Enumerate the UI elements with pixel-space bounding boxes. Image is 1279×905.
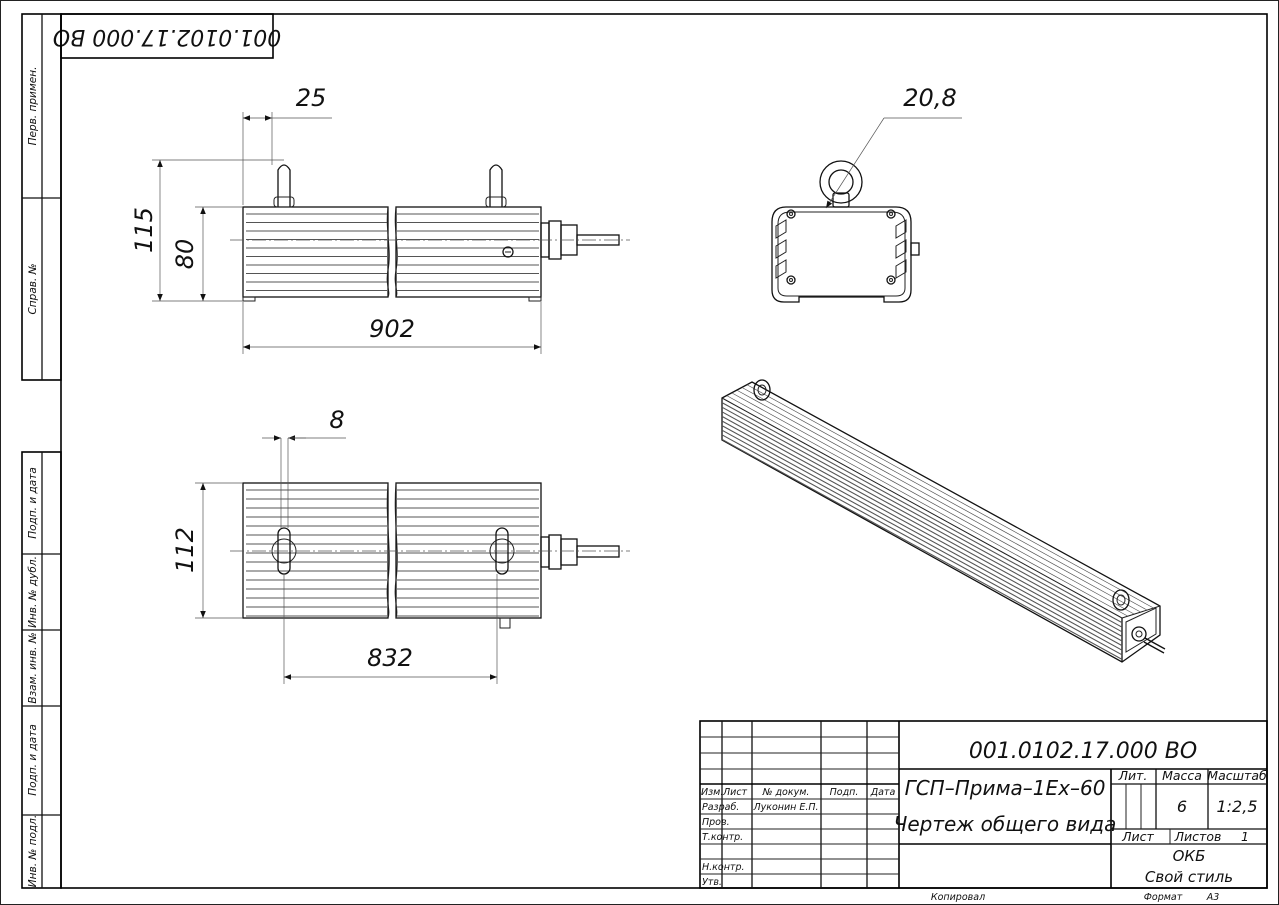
- dim-overall-height: 115: [130, 207, 158, 253]
- dim-eye-diameter: 20,8: [903, 84, 956, 112]
- front-view: [230, 164, 630, 302]
- format-label: Формат: [1144, 892, 1183, 903]
- format-value: А3: [1206, 892, 1220, 903]
- rotated-document-code: 001.0102.17.000 ВО: [53, 24, 281, 49]
- scale-label: Масштаб: [1207, 768, 1267, 783]
- rib-line: [731, 392, 1135, 615]
- rib-line: [721, 415, 1123, 637]
- hdr-date: Дата: [870, 787, 896, 798]
- end-view: 20,8: [771, 84, 962, 303]
- top-view-dimensions: 8 112 832: [171, 406, 498, 684]
- rib-line: [721, 429, 1123, 651]
- left-margin-stamp: Перв. примен. Справ. № Подп. и дата Инв.…: [21, 13, 62, 889]
- role-developed: Разраб.: [702, 802, 739, 813]
- top-view: [230, 482, 630, 629]
- sheet-label: Лист: [1121, 829, 1154, 844]
- rib-line: [721, 438, 1123, 660]
- side-ref-no: Справ. №: [27, 263, 39, 314]
- rib-line: [721, 425, 1123, 647]
- drawing-frame: [60, 13, 1268, 889]
- hdr-sign: Подп.: [830, 787, 859, 798]
- rib-line: [721, 406, 1123, 628]
- dim-body-height: 80: [171, 239, 199, 270]
- dim-lug-width: 8: [329, 406, 344, 434]
- mass-value: 6: [1177, 797, 1187, 816]
- mass-label: Масса: [1162, 768, 1202, 783]
- front-view-ribs: [246, 213, 539, 292]
- rotated-code-box: 001.0102.17.000 ВО: [53, 13, 281, 59]
- rib-line: [736, 389, 1141, 613]
- side-replace-inv: Взам. инв. №: [27, 632, 39, 703]
- copied-label: Копировал: [931, 892, 985, 903]
- role-norm-control: Н.контр.: [702, 862, 745, 873]
- side-dup-inv: Инв. № дубл.: [27, 556, 39, 628]
- dim-overall-length: 902: [369, 315, 415, 343]
- top-view-ribs: [246, 489, 539, 617]
- side-sign-date-1: Подп. и дата: [27, 467, 39, 539]
- lit-label: Лит.: [1118, 768, 1148, 783]
- dim-lug-spacing: 832: [367, 644, 413, 672]
- sheets-value: 1: [1241, 829, 1249, 844]
- dim-width: 112: [171, 527, 199, 573]
- hdr-change: Изм.: [701, 787, 723, 798]
- rib-line: [741, 387, 1148, 611]
- dim-top-lug-offset: 25: [296, 84, 327, 112]
- rib-line: [721, 402, 1123, 624]
- role-tech-control: Т.контр.: [702, 832, 743, 843]
- rib-line: [726, 395, 1128, 617]
- side-sign-date-2: Подп. и дата: [27, 724, 39, 796]
- front-view-dimensions: 25 115 80 902: [130, 84, 542, 354]
- role-checked: Пров.: [702, 817, 730, 828]
- product-name: ГСП–Прима–1Ex–60: [905, 776, 1106, 800]
- developer-name: Луконин Е.П.: [752, 802, 818, 813]
- rib-line: [721, 434, 1123, 656]
- hdr-doc-no: № докум.: [762, 787, 810, 798]
- scale-value: 1:2,5: [1216, 797, 1257, 816]
- side-first-use: Перв. примен.: [27, 67, 39, 146]
- role-approved: Утв.: [702, 877, 722, 888]
- rib-line: [746, 384, 1154, 609]
- isometric-view: [721, 379, 1166, 663]
- hdr-sheet: Лист: [722, 787, 748, 798]
- org-line-2: Свой стиль: [1145, 868, 1233, 886]
- sheets-label: Листов: [1174, 829, 1222, 844]
- isometric-ribs: [721, 384, 1154, 660]
- title-block: 001.0102.17.000 ВО ГСП–Прима–1Ex–60 Черт…: [699, 720, 1268, 889]
- drawing-type: Чертеж общего вида: [894, 812, 1117, 836]
- org-line-1: ОКБ: [1173, 847, 1206, 865]
- rib-line: [721, 420, 1123, 642]
- rib-line: [721, 411, 1123, 633]
- title-block-code: 001.0102.17.000 ВО: [969, 739, 1197, 764]
- side-orig-inv: Инв. № подл.: [27, 815, 39, 887]
